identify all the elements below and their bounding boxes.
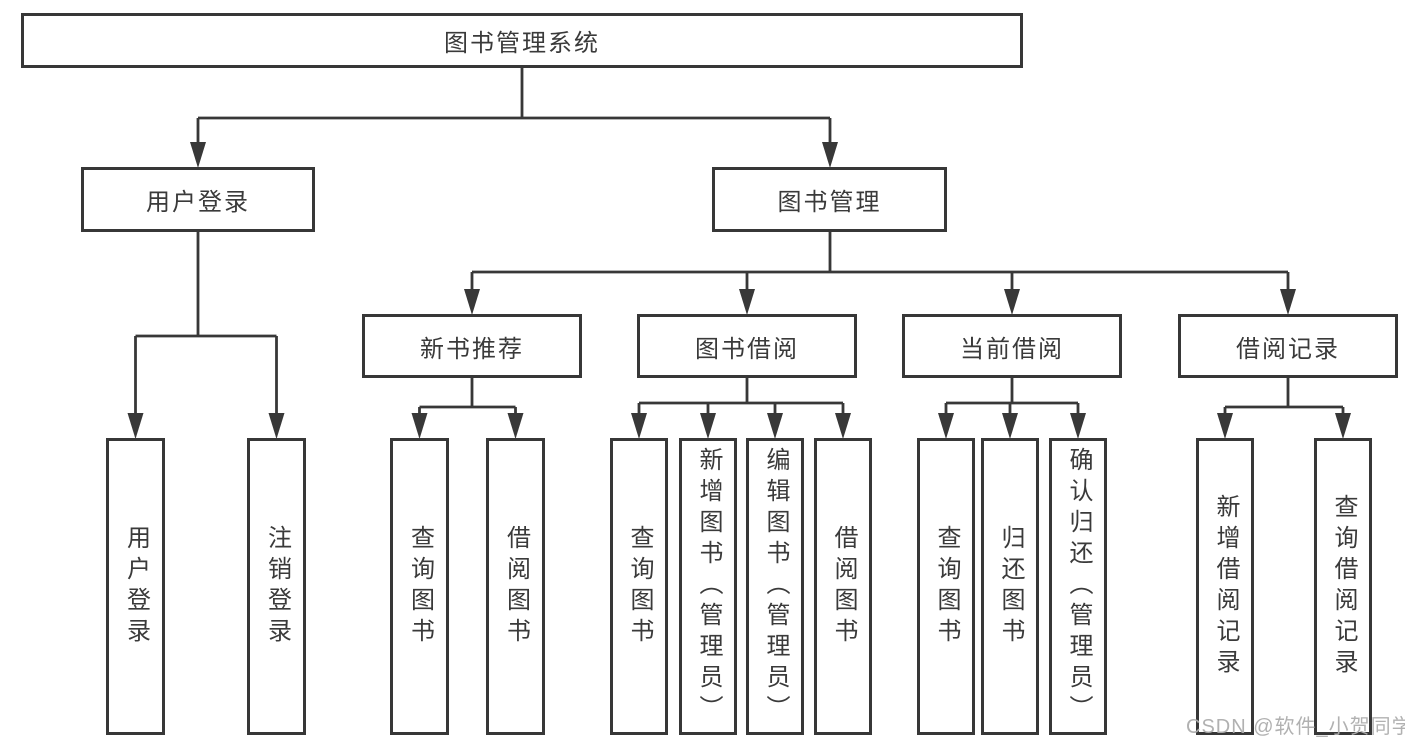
leaf-label: 查询借阅记录 [1330, 493, 1357, 680]
leaf-label: 归还图书 [997, 524, 1024, 649]
edge-user-login-to-leaves [134, 232, 278, 418]
node-label: 借阅记录 [1236, 335, 1340, 363]
node-label: 新书推荐 [420, 335, 524, 363]
node-label: 当前借阅 [960, 335, 1064, 363]
node-library-management-system: 图书管理系统 [21, 13, 1023, 68]
node-label: 用户登录 [146, 189, 250, 216]
node-label: 图书管理 [777, 189, 882, 216]
node-label: 图书借阅 [695, 335, 799, 363]
leaf-logout-login: 注销登录 [247, 438, 306, 735]
leaf-user-login: 用户登录 [106, 438, 165, 735]
leaf-label: 确认归还（管理员） [1065, 447, 1092, 726]
leaf-records-query-borrow-record: 查询借阅记录 [1314, 438, 1372, 735]
leaf-current-query-books: 查询图书 [917, 438, 975, 735]
node-current-borrowing: 当前借阅 [902, 314, 1122, 378]
node-borrowing-records: 借阅记录 [1178, 314, 1398, 378]
node-new-book-recommend: 新书推荐 [362, 314, 582, 378]
edge-new-book-recommend-to-leaves [418, 378, 517, 418]
leaf-recommend-query-books: 查询图书 [390, 438, 449, 735]
node-user-login: 用户登录 [81, 167, 315, 232]
leaf-current-return-books: 归还图书 [981, 438, 1039, 735]
edge-borrowing-records-to-leaves [1223, 378, 1345, 418]
leaf-label: 注销登录 [263, 524, 291, 649]
leaf-label: 查询图书 [406, 524, 434, 649]
leaf-label: 查询图书 [626, 524, 653, 649]
leaf-label: 新增图书（管理员） [695, 447, 722, 726]
leaf-label: 借阅图书 [830, 524, 857, 649]
leaf-label: 编辑图书（管理员） [762, 447, 789, 726]
node-book-management: 图书管理 [712, 167, 947, 232]
leaf-label: 新增借阅记录 [1212, 493, 1239, 680]
leaf-borrowing-add-books-admin: 新增图书（管理员） [679, 438, 737, 735]
arrowheads [127, 142, 1351, 439]
watermark: CSDN @软件_小贺同学 [1186, 716, 1405, 738]
leaf-records-add-borrow-record: 新增借阅记录 [1196, 438, 1254, 735]
leaf-label: 用户登录 [122, 524, 150, 649]
leaf-recommend-borrow-books: 借阅图书 [486, 438, 545, 735]
leaf-label: 查询图书 [933, 524, 960, 649]
leaf-current-confirm-return-admin: 确认归还（管理员） [1049, 438, 1107, 735]
edge-book-borrowing-to-leaves [637, 378, 845, 418]
edge-book-management-to-level3 [470, 232, 1290, 292]
leaf-borrowing-query-books: 查询图书 [610, 438, 668, 735]
node-book-borrowing: 图书借阅 [637, 314, 857, 378]
edge-current-borrowing-to-leaves [944, 378, 1080, 418]
node-label: 图书管理系统 [444, 30, 600, 57]
leaf-label: 借阅图书 [502, 524, 530, 649]
edge-root-to-level2 [196, 68, 832, 150]
leaf-borrowing-borrow-books: 借阅图书 [814, 438, 872, 735]
leaf-borrowing-edit-books-admin: 编辑图书（管理员） [746, 438, 804, 735]
